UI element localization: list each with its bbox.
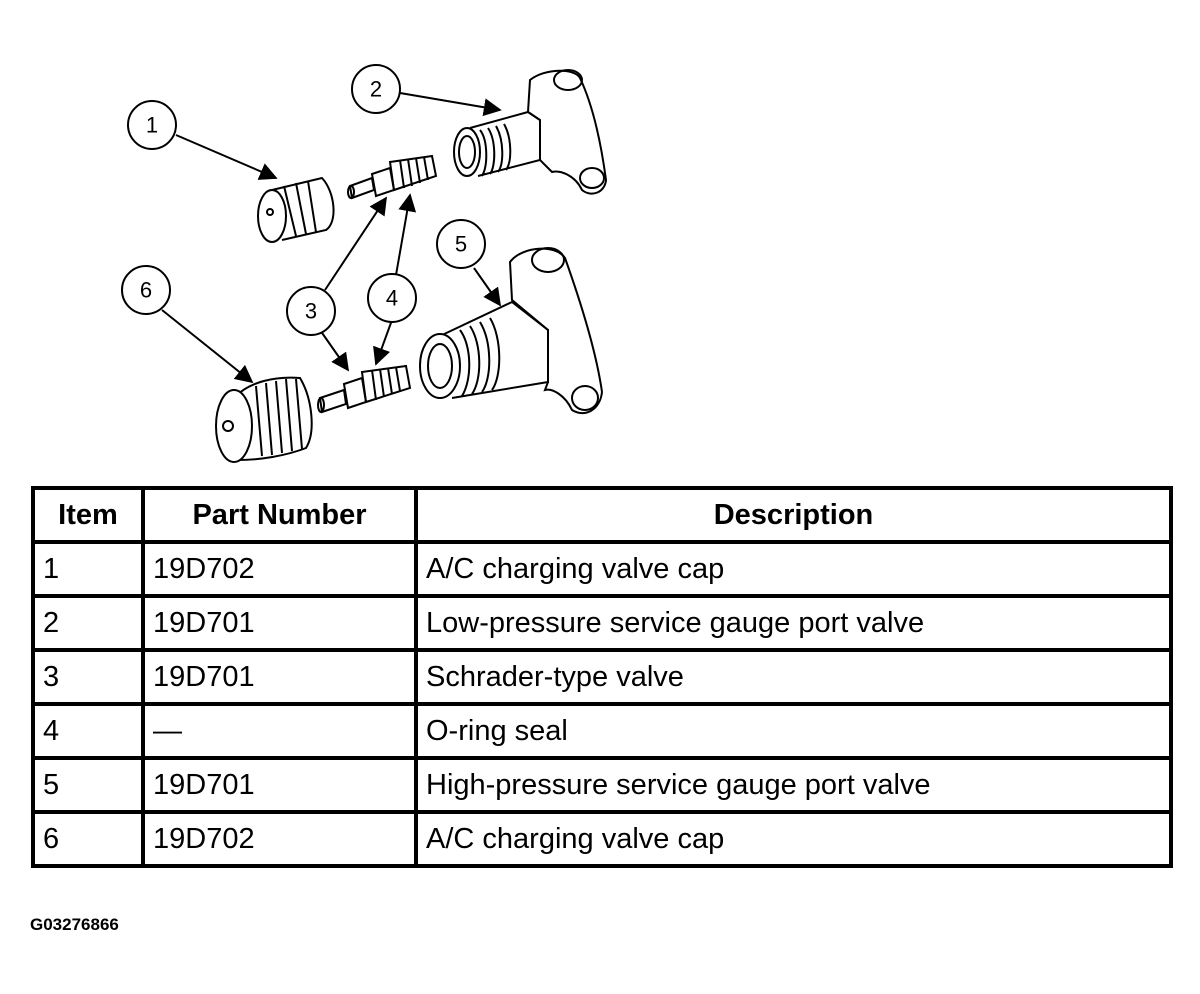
- table-row: 5 19D701 High-pressure service gauge por…: [31, 756, 1173, 814]
- part-number-cell: 19D701: [141, 594, 418, 652]
- table-row: 4 — O-ring seal: [31, 702, 1173, 760]
- description-cell: Schrader-type valve: [414, 648, 1173, 706]
- lower-schrader-valve-drawing: [317, 364, 412, 414]
- header-description: Description: [414, 486, 1173, 544]
- description-cell: High-pressure service gauge port valve: [414, 756, 1173, 814]
- callout-5-label: 5: [455, 232, 467, 257]
- upper-schrader-valve-drawing: [347, 154, 438, 200]
- table-row: 3 19D701 Schrader-type valve: [31, 648, 1173, 706]
- item-cell: 4: [31, 702, 145, 760]
- part-number-cell: 19D702: [141, 810, 418, 868]
- callout-2-label: 2: [370, 77, 382, 102]
- callout-6-label: 6: [140, 278, 152, 303]
- description-cell: A/C charging valve cap: [414, 540, 1173, 598]
- table-header-row: Item Part Number Description: [31, 486, 1173, 544]
- item-cell: 5: [31, 756, 145, 814]
- table-row: 1 19D702 A/C charging valve cap: [31, 540, 1173, 598]
- part-number-cell: 19D702: [141, 540, 418, 598]
- part-number-cell: —: [141, 702, 418, 760]
- callout-6-circle: [121, 265, 171, 315]
- item-cell: 2: [31, 594, 145, 652]
- item-cell: 6: [31, 810, 145, 868]
- callout-3-label: 3: [305, 299, 317, 324]
- callout-4-label: 4: [386, 286, 398, 311]
- exploded-view-illustration: 1 2 3 4 5 6: [0, 0, 1200, 480]
- header-part-number: Part Number: [141, 486, 418, 544]
- part-number-cell: 19D701: [141, 756, 418, 814]
- item-cell: 1: [31, 540, 145, 598]
- callout-2-circle: [351, 64, 401, 114]
- description-cell: A/C charging valve cap: [414, 810, 1173, 868]
- item-cell: 3: [31, 648, 145, 706]
- high-pressure-port-valve-drawing: [419, 247, 604, 415]
- table-row: 6 19D702 A/C charging valve cap: [31, 810, 1173, 868]
- header-item: Item: [31, 486, 145, 544]
- description-cell: Low-pressure service gauge port valve: [414, 594, 1173, 652]
- low-pressure-port-valve-drawing: [453, 69, 608, 195]
- lower-valve-cap-drawing: [215, 376, 313, 463]
- callout-1-label: 1: [146, 113, 158, 138]
- callout-5-circle: [436, 219, 486, 269]
- description-cell: O-ring seal: [414, 702, 1173, 760]
- callout-1-circle: [127, 100, 177, 150]
- callout-4-circle: [367, 273, 417, 323]
- table-row: 2 19D701 Low-pressure service gauge port…: [31, 594, 1173, 652]
- parts-legend-table: Item Part Number Description 1 19D702 A/…: [31, 486, 1173, 868]
- upper-valve-cap-drawing: [257, 176, 335, 243]
- figure-id-label: G03276866: [30, 915, 119, 934]
- part-number-cell: 19D701: [141, 648, 418, 706]
- callout-3-circle: [286, 286, 336, 336]
